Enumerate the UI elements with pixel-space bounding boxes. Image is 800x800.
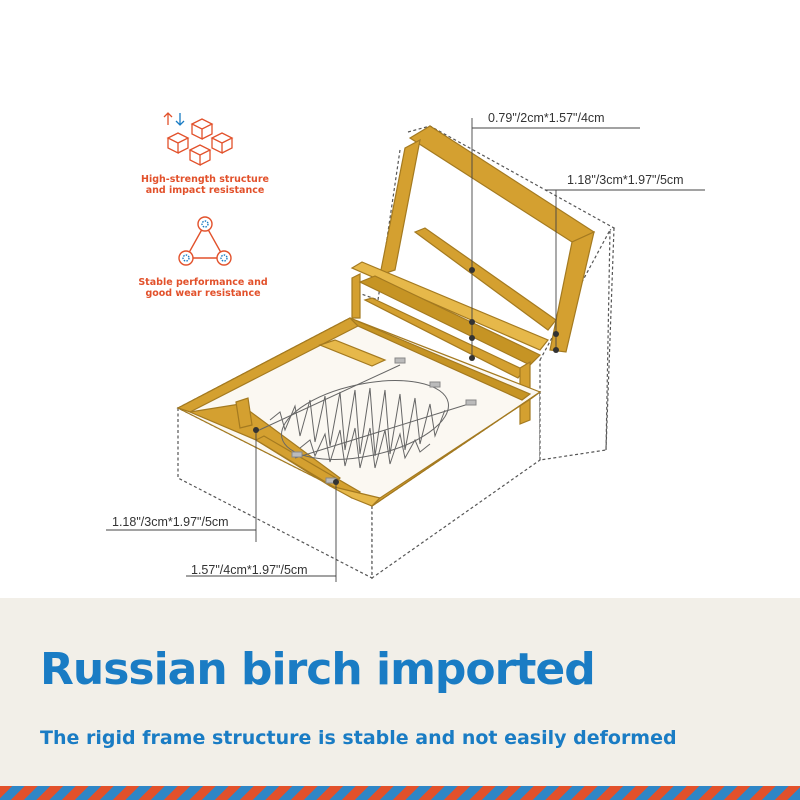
dimension-label-top-back: 0.79"/2cm*1.57"/4cm <box>488 111 605 125</box>
dimension-label-seat-front: 1.57"/4cm*1.97"/5cm <box>191 563 308 577</box>
cubes-icon <box>163 112 234 167</box>
decorative-stripe <box>0 786 800 800</box>
subheadline: The rigid frame structure is stable and … <box>40 727 677 749</box>
sofa-frame-diagram: 0.79"/2cm*1.57"/4cm 1.18"/3cm*1.97"/5cm … <box>106 111 705 582</box>
feature-2-line1: Stable performance and <box>138 277 267 288</box>
feature-2-line2: good wear resistance <box>145 288 260 299</box>
leader-dots <box>253 267 559 485</box>
feature-1-line1: High-strength structure <box>141 174 269 185</box>
banner <box>0 598 800 800</box>
spring-system <box>254 357 477 484</box>
dimension-label-seat-left: 1.18"/3cm*1.97"/5cm <box>112 515 229 529</box>
back-frame <box>350 125 596 425</box>
headline: Russian birch imported <box>40 644 596 695</box>
seat-frame <box>176 317 542 507</box>
upholstery-outline <box>177 125 616 580</box>
triangle-network-icon <box>178 216 232 266</box>
dimension-label-back-right: 1.18"/3cm*1.97"/5cm <box>567 173 684 187</box>
feature-1-line2: and impact resistance <box>146 185 265 196</box>
